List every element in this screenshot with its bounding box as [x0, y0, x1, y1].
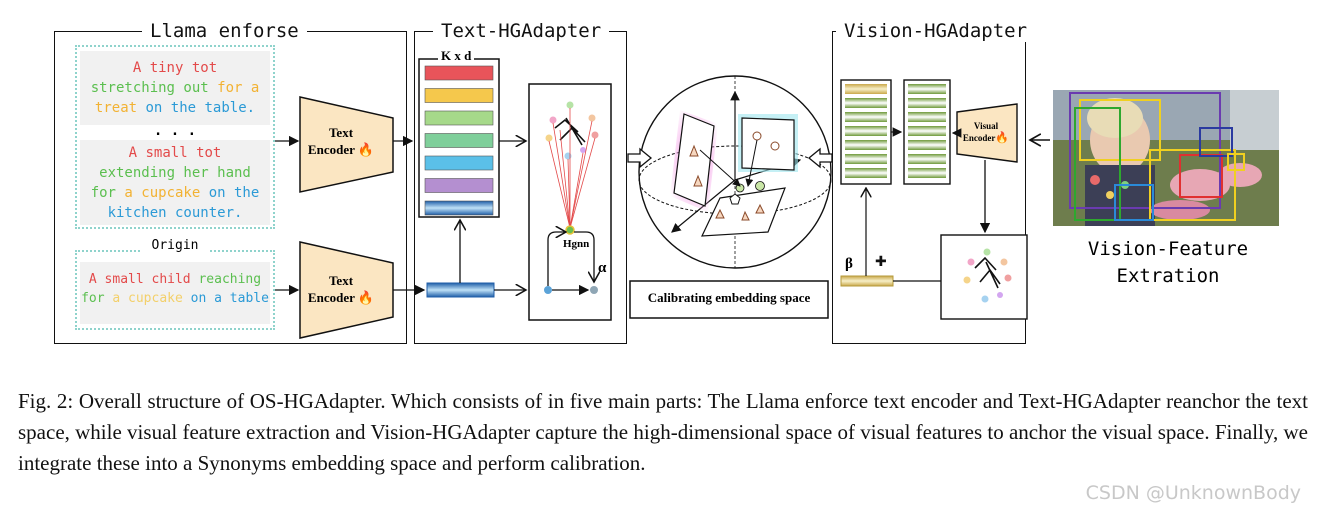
- calibration-label: Calibrating embedding space: [647, 290, 811, 305]
- hgnn-label: Hgnn: [563, 238, 590, 250]
- embedding-row: [424, 133, 494, 148]
- aug-line-4: A small tot: [128, 145, 222, 161]
- vision-hypergraph-graphic: [963, 248, 1012, 303]
- visual-encoder-label: Visual Encoder🔥: [962, 121, 1010, 144]
- embedding-rows: [424, 65, 494, 216]
- hollow-arrow-right: [807, 147, 833, 169]
- alpha-label: α: [598, 260, 607, 276]
- flame-icon: 🔥: [995, 132, 1010, 144]
- origin-text-bg: [80, 262, 270, 324]
- input-photo: [1053, 90, 1279, 226]
- visual-feature-bar: [845, 84, 887, 94]
- hgnn-loop-left: [547, 232, 566, 286]
- visual-feature-bar: [845, 112, 887, 122]
- watermark: CSDN @UnknownBody: [1085, 482, 1301, 504]
- flame-icon: 🔥: [357, 142, 375, 157]
- flame-icon: 🔥: [357, 290, 375, 305]
- visual-feature-bar: [908, 112, 946, 122]
- visual-feature-bar: [908, 84, 946, 94]
- aug-line-6: for a cupcake on the: [90, 185, 260, 201]
- embedding-row: [424, 178, 494, 193]
- hgnn-node-in: [544, 286, 552, 294]
- text-hgadapter-title: Text-HGAdapter: [433, 20, 610, 42]
- vision-feature-label: Vision-Feature Extration: [1087, 238, 1249, 287]
- visual-feature-bar: [908, 154, 946, 164]
- embedding-row: [424, 110, 494, 126]
- embedding-row: [424, 200, 494, 216]
- text-encoder-top-label: Text Encoder 🔥: [307, 125, 375, 157]
- origin-label: Origin: [140, 236, 210, 256]
- embedding-row: [424, 65, 494, 81]
- hgnn-node-out: [590, 286, 598, 294]
- vision-hgadapter-title: Vision-HGAdapter: [836, 20, 1036, 42]
- text-encoder-bottom-label: Text Encoder 🔥: [307, 273, 375, 305]
- origin-line-2: for a cupcake on a table: [81, 291, 269, 306]
- diagram-graphics: [275, 58, 1279, 339]
- aug-line-2: stretching out for a: [90, 80, 260, 96]
- beta-label: β: [845, 256, 853, 272]
- plus-icon: ✚: [875, 254, 887, 270]
- visual-feature-bar: [908, 168, 946, 178]
- visual-feature-bar: [845, 140, 887, 150]
- text-plane: [673, 113, 715, 207]
- visual-feature-bar: [845, 98, 887, 108]
- visual-feature-bar: [908, 98, 946, 108]
- llama-panel-title: Llama enforse: [142, 20, 307, 42]
- vision-vector: [840, 275, 894, 287]
- aug-line-5: extending her hand: [99, 165, 251, 181]
- aug-line-7: kitchen counter.: [107, 205, 243, 221]
- shared-plane: [701, 187, 786, 237]
- visual-feature-bar: [845, 154, 887, 164]
- aug-line-3: treat on the table.: [94, 100, 256, 116]
- hypergraph-graphic: [545, 101, 599, 235]
- hollow-arrow-left: [627, 147, 653, 169]
- text-encoder-top: [299, 96, 394, 193]
- visual-feature-bars: [845, 84, 946, 178]
- image-plane: [741, 117, 795, 171]
- embedding-row: [424, 88, 494, 103]
- augmented-text-box: [75, 45, 275, 229]
- visual-encoder: [956, 103, 1018, 163]
- kxd-label: K x d: [438, 48, 475, 64]
- text-encoder-bottom: [299, 241, 394, 339]
- visual-feature-bar: [845, 126, 887, 136]
- text-vector: [426, 282, 495, 298]
- hgnn-loop-right: [574, 231, 594, 282]
- embedding-row: [424, 155, 494, 171]
- aug-ellipsis: . . .: [153, 123, 197, 139]
- augmented-text-bg-2: [80, 140, 270, 225]
- calibration-box: [629, 280, 829, 319]
- augmented-text-bg-1: [80, 51, 270, 125]
- visual-feature-bar: [845, 168, 887, 178]
- visual-feature-bar: [908, 140, 946, 150]
- figure-caption: Fig. 2: Overall structure of OS-HGAdapte…: [18, 389, 1308, 475]
- visual-feature-bar: [908, 126, 946, 136]
- aug-line-1: A tiny tot: [132, 60, 218, 76]
- origin-line-1: A small child reaching: [88, 272, 262, 287]
